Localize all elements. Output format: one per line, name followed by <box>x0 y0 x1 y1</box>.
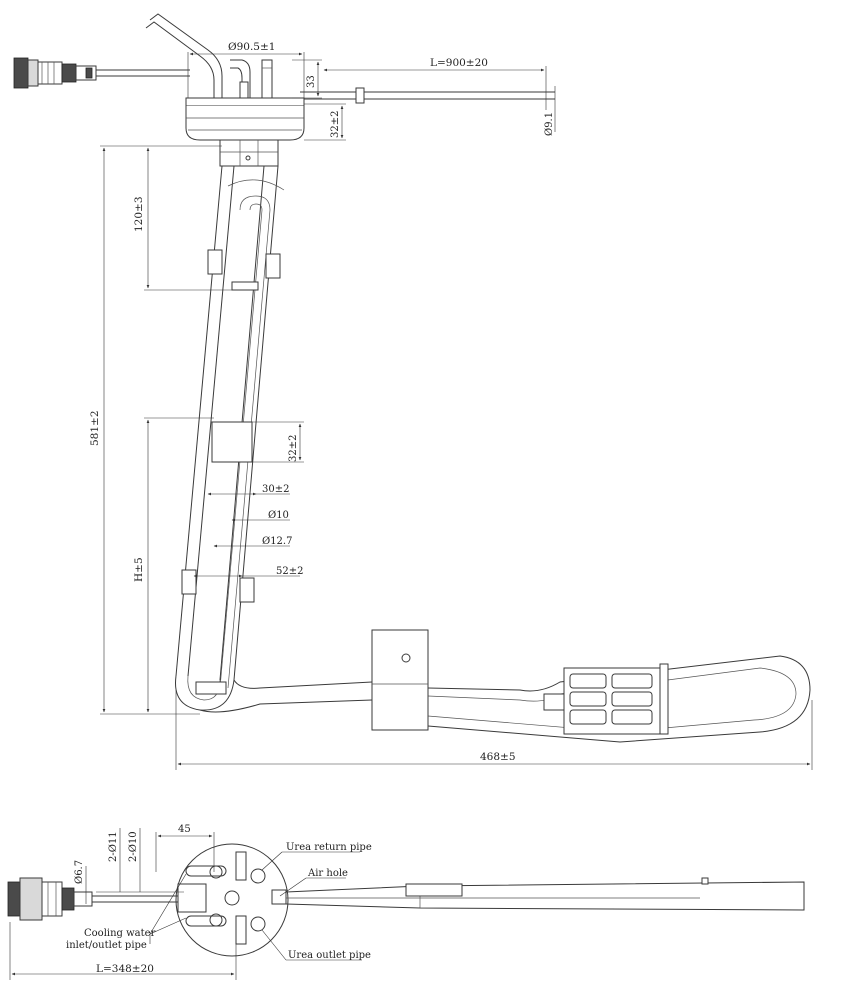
flange <box>185 97 305 141</box>
dim-12-7: Ø12.7 <box>262 536 292 547</box>
bracket-box <box>371 629 429 731</box>
dim-33: 33 <box>306 75 317 88</box>
dim-flange-diameter: Ø90.5±1 <box>228 41 275 53</box>
label-urea-return-pipe: Urea return pipe <box>286 842 372 853</box>
flange-top <box>175 843 289 957</box>
connector-plug-icon <box>13 57 97 89</box>
top-view: 45 2-Ø11 2-Ø10 Ø6.7 L=348±20 Urea return… <box>7 824 805 980</box>
bottom-pipe-run <box>199 655 811 743</box>
label-urea-outlet-pipe: Urea outlet pipe <box>288 950 371 961</box>
label-air-hole: Air hole <box>307 868 348 879</box>
label-cooling-water-line2: inlet/outlet pipe <box>66 940 147 951</box>
dim-120: 120±3 <box>133 196 145 232</box>
dim-468: 468±5 <box>480 751 516 763</box>
dim-52: 52±2 <box>276 566 303 577</box>
dim-45: 45 <box>178 824 191 835</box>
dim-30: 30±2 <box>262 484 289 495</box>
sensor-block <box>543 663 669 735</box>
side-view: Ø90.5±1 33 L=900±20 Ø9.1 32±2 581±2 120±… <box>13 13 813 770</box>
connector-plug-bottom-icon <box>7 877 93 921</box>
bent-pipe <box>145 13 251 98</box>
dim-cable-length: L=900±20 <box>430 57 488 69</box>
dim-2-10: 2-Ø10 <box>128 831 139 862</box>
dim-10: Ø10 <box>268 510 289 521</box>
dim-cable-length-bottom: L=348±20 <box>96 963 154 975</box>
dim-581: 581±2 <box>89 410 101 446</box>
dim-32-flange: 32±2 <box>330 111 341 138</box>
label-cooling-water-line1: Cooling water <box>84 928 156 939</box>
dim-32-clip: 32±2 <box>288 435 299 462</box>
dim-2-11: 2-Ø11 <box>108 831 119 862</box>
dim-6-7: Ø6.7 <box>74 860 85 884</box>
dim-9-1: Ø9.1 <box>544 112 555 136</box>
dim-H: H±5 <box>133 557 145 582</box>
